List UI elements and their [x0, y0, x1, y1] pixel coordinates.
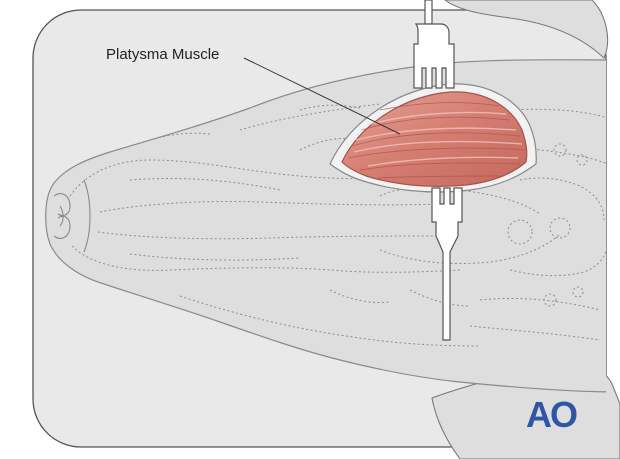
platysma-muscle-label: Platysma Muscle [106, 46, 220, 63]
ao-logo: AO [526, 394, 578, 435]
label-leader-line [243, 57, 401, 135]
ear-shape [444, 0, 609, 59]
muscle-fibers [347, 102, 525, 179]
top-retractor [413, 0, 455, 89]
nose-details [53, 179, 91, 253]
bottom-retractor [431, 187, 463, 341]
muscle-highlights [353, 111, 523, 167]
